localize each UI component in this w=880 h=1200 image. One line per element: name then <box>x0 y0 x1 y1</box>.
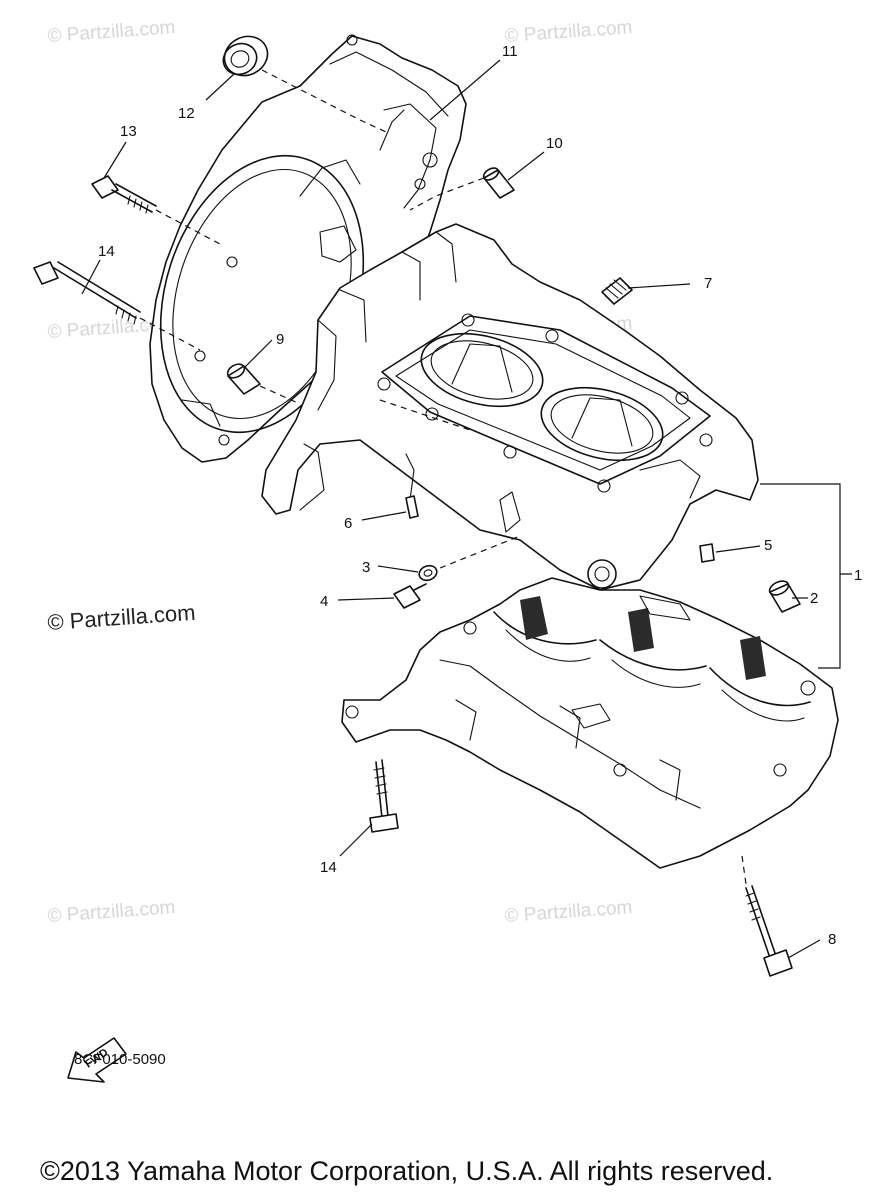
callout-3: 3 <box>362 559 370 576</box>
leader-12 <box>205 73 235 101</box>
callout-5: 5 <box>764 537 772 554</box>
upper-crankcase <box>261 223 759 591</box>
callout-4: 4 <box>320 593 328 610</box>
watermark-top-left: © Partzilla.com <box>47 17 176 47</box>
callout-14-lower: 14 <box>320 859 337 876</box>
flywheel-cover-part-11 <box>149 34 467 463</box>
callout-1: 1 <box>854 567 862 584</box>
callout-11: 11 <box>502 43 518 60</box>
diagram-code: 8CF010-5090 <box>74 1051 166 1068</box>
lower-crankcase <box>341 577 839 869</box>
leader-11 <box>429 59 501 121</box>
assembly-line-14 <box>139 317 201 351</box>
leader-4 <box>337 597 395 601</box>
bracket-part-1 <box>760 483 852 669</box>
callout-6: 6 <box>344 515 352 532</box>
watermark-bottom-left: © Partzilla.com <box>47 897 176 927</box>
assembly-line-crank <box>379 399 471 431</box>
callout-8: 8 <box>828 931 836 948</box>
dowel-pin-part-10 <box>482 167 515 199</box>
callout-7: 7 <box>704 275 712 292</box>
bolt-part-4 <box>393 583 427 609</box>
callout-2: 2 <box>810 590 818 607</box>
watermark-top-right: © Partzilla.com <box>504 17 633 47</box>
leader-7 <box>627 283 691 289</box>
plug-part-7 <box>601 277 633 305</box>
knock-pin-part-2 <box>768 580 801 613</box>
copyright-notice: ©2013 Yamaha Motor Corporation, U.S.A. A… <box>40 1156 774 1186</box>
watermark-main: © Partzilla.com <box>47 600 197 635</box>
assembly-line-8 <box>741 855 747 885</box>
callout-9: 9 <box>276 331 284 348</box>
callout-14-upper: 14 <box>98 243 115 260</box>
assembly-line-9 <box>259 385 301 405</box>
bolt-part-8 <box>745 885 793 977</box>
leader-3 <box>377 565 419 573</box>
leader-13 <box>103 141 127 179</box>
assembly-line-3 <box>439 535 521 569</box>
leader-5 <box>715 545 761 553</box>
assembly-line-13 <box>155 209 221 245</box>
pin-part-6 <box>405 495 419 519</box>
washer-part-3 <box>418 564 438 582</box>
dowel-part-5 <box>699 543 715 563</box>
bolt-part-14-upper <box>33 261 141 325</box>
bolt-part-13 <box>91 175 157 214</box>
callout-10: 10 <box>546 135 563 152</box>
leader-14-upper <box>81 259 101 295</box>
leader-8 <box>787 939 821 959</box>
bearing-part-12 <box>222 35 269 77</box>
callout-12: 12 <box>178 105 195 122</box>
watermark-bottom-right: © Partzilla.com <box>504 897 633 927</box>
assembly-line-10 <box>409 177 485 211</box>
leader-10 <box>507 151 545 181</box>
callout-13: 13 <box>120 123 137 140</box>
collar-part-9 <box>226 363 261 395</box>
leader-9 <box>243 339 273 369</box>
assembly-line-12 <box>261 69 387 133</box>
leader-6 <box>361 511 407 521</box>
bolt-part-14-lower <box>369 759 399 833</box>
leader-14-lower <box>339 823 373 857</box>
